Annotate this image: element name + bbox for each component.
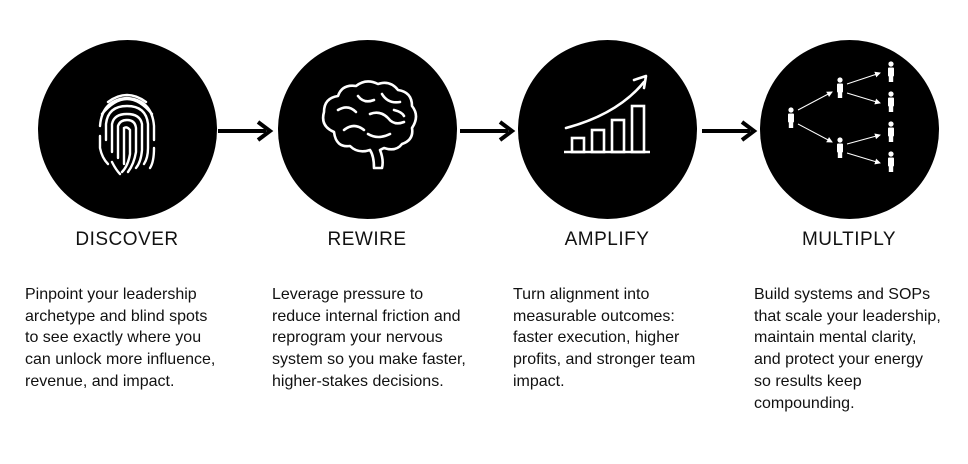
step-description-discover: Pinpoint your leadership archetype and b… bbox=[25, 286, 216, 390]
fingerprint-icon bbox=[98, 93, 156, 176]
step-title-multiply: MULTIPLY bbox=[801, 229, 897, 250]
arrow-right-icon bbox=[702, 120, 758, 142]
arrow-right-icon bbox=[460, 120, 516, 142]
amplify-circle bbox=[518, 40, 697, 219]
step-description-multiply: Build systems and SOPs that scale your l… bbox=[754, 286, 941, 412]
step-title-amplify: AMPLIFY bbox=[564, 229, 650, 250]
growth-chart-icon bbox=[564, 74, 650, 154]
team-network-icon bbox=[788, 61, 894, 172]
step-description-rewire: Leverage pressure to reduce internal fri… bbox=[272, 286, 466, 390]
step-description-amplify: Turn alignment into measurable outcomes:… bbox=[513, 286, 696, 390]
multiply-circle bbox=[760, 40, 939, 219]
rewire-circle bbox=[278, 40, 457, 219]
step-title-rewire: REWIRE bbox=[327, 229, 407, 250]
step-title-discover: DISCOVER bbox=[75, 229, 179, 250]
discover-circle bbox=[38, 40, 217, 219]
arrow-right-icon bbox=[218, 120, 274, 142]
brain-icon bbox=[321, 80, 418, 170]
